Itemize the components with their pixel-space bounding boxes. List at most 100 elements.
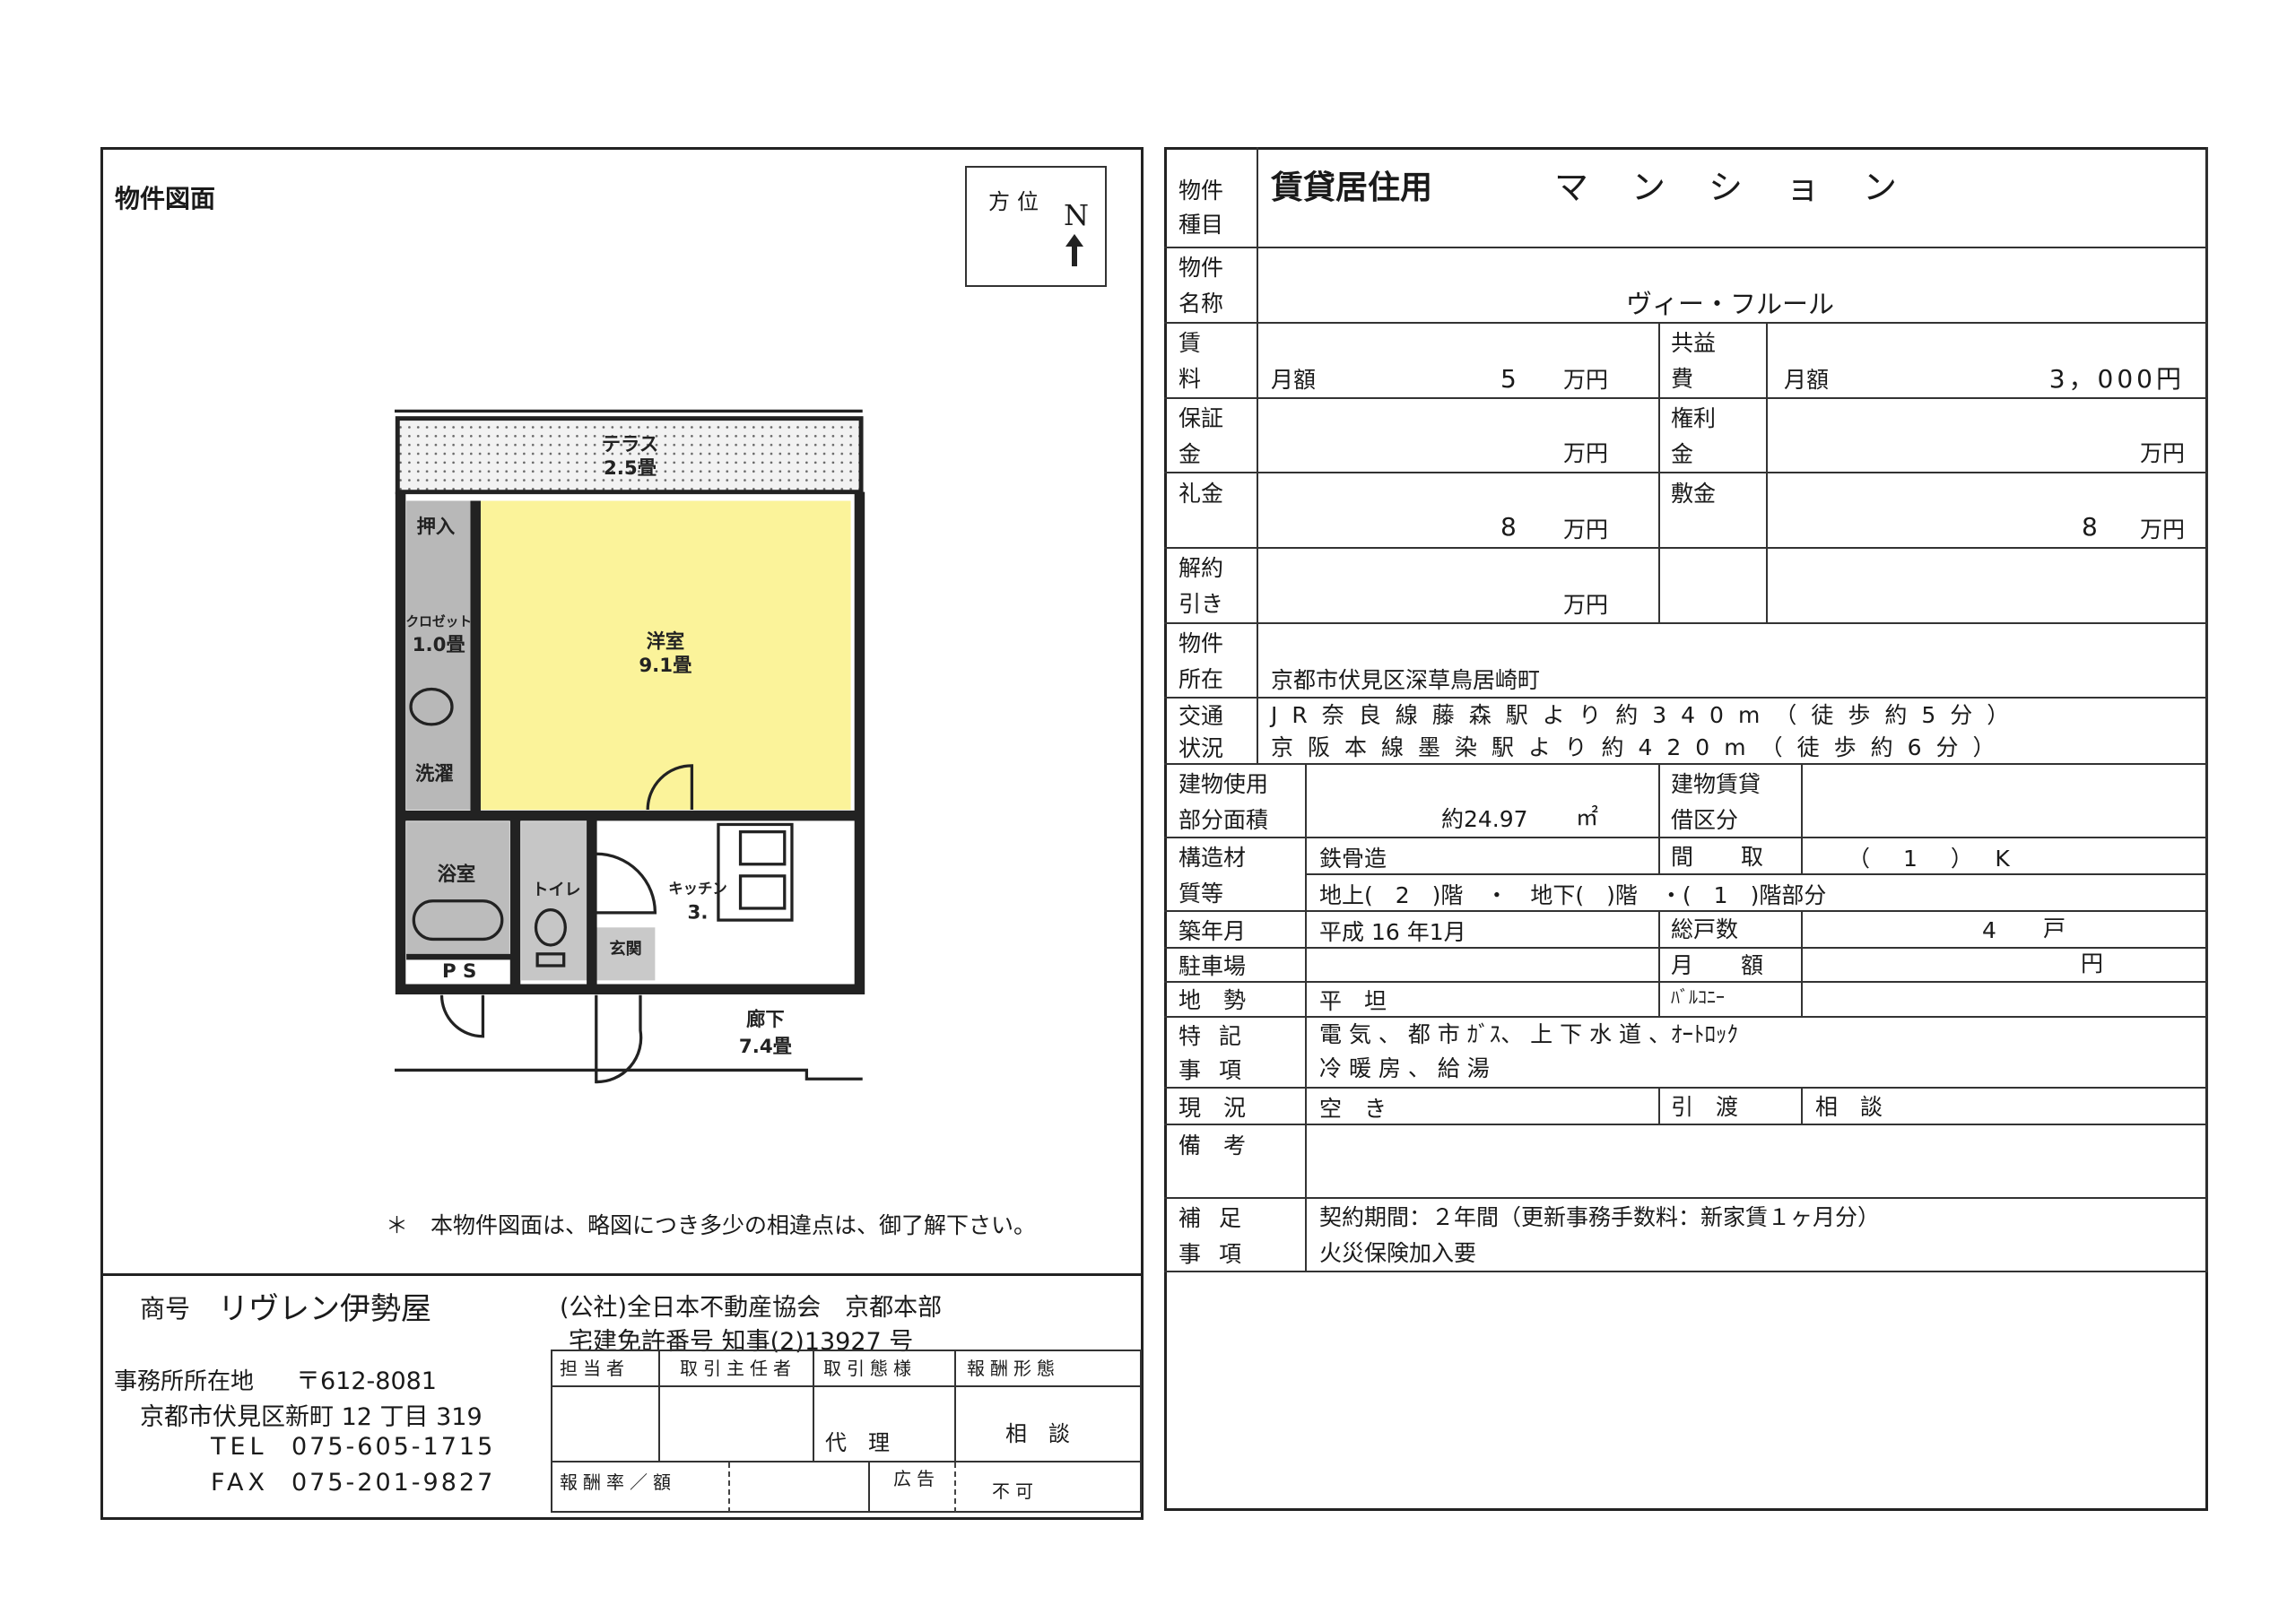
- supplement-line-2: 火災保険加入要: [1319, 1240, 1477, 1266]
- terrace-size: 2.5畳: [604, 457, 657, 480]
- units-unit: 戸: [2043, 916, 2066, 942]
- built-value: 平成 16 年1月: [1319, 919, 1466, 945]
- units-label: 総戸数: [1671, 916, 1739, 942]
- parking-fee-unit: 円: [2081, 950, 2104, 976]
- shikikin-label: 敷金: [1671, 481, 1717, 507]
- features-line-2: 冷 暖 房 、 給 湯: [1319, 1055, 1490, 1081]
- header-chief: 取引主任者: [680, 1358, 796, 1379]
- floor-plan-panel: [100, 147, 1144, 1520]
- common-fee-prefix: 月額: [1784, 367, 1830, 393]
- cancel-label: 解約引き: [1178, 555, 1224, 617]
- supplement-line-1: 契約期間：２年間（更新事務手数料：新家賃１ヶ月分）: [1319, 1204, 1881, 1230]
- ad-label: 広告: [893, 1468, 940, 1489]
- toilet-label: トイレ: [532, 881, 580, 899]
- header-fee-type: 報酬形態: [967, 1358, 1060, 1379]
- parking-fee-label: 月 額: [1671, 952, 1777, 978]
- lease-division-value: [1803, 765, 2208, 838]
- kitchen-size: 3.: [688, 901, 709, 924]
- area-value: 約24.97: [1441, 806, 1528, 832]
- compass-north: N: [1064, 198, 1089, 232]
- area-unit: ㎡: [1576, 804, 1599, 830]
- rent-label: 賃料: [1178, 330, 1202, 392]
- divider: [100, 1273, 1144, 1276]
- corridor-label: 廊下: [746, 1008, 785, 1031]
- kitchen-label: キッチン: [668, 881, 727, 898]
- plan-disclaimer: ＊ 本物件図面は、略図につき多少の相違点は、御了解下さい。: [386, 1212, 1037, 1238]
- deal-table: 担当者 取引主任者 取引態様 報酬形態 代 理 相 談 報酬率／額 広告 不可: [551, 1350, 1142, 1513]
- north-arrow-icon: [1065, 234, 1083, 266]
- fee-type-value: 相 談: [1005, 1421, 1070, 1446]
- key-money-label: 権利金: [1671, 405, 1717, 467]
- deposit-unit: 万円: [1563, 440, 1609, 466]
- corridor-size: 7.4畳: [739, 1036, 792, 1058]
- features-line-1: 電 気 、 都 市 ｶﾞｽ、 上 下 水 道 、ｵｰﾄﾛｯｸ: [1319, 1021, 1738, 1047]
- type-label: 物件種目: [1178, 178, 1224, 238]
- built-label: 築年月: [1178, 918, 1247, 944]
- reikin-label: 礼金: [1178, 481, 1224, 507]
- balcony-label: ﾊﾞﾙｺﾆｰ: [1671, 986, 1725, 1008]
- header-transaction-type: 取引態様: [823, 1358, 917, 1379]
- type-value: 賃貸居住用: [1271, 169, 1433, 206]
- closet-label: クロゼット: [405, 613, 472, 629]
- closet-size: 1.0畳: [413, 634, 465, 656]
- supplement-label: 補足事項: [1178, 1205, 1260, 1267]
- trade-name-label: 商号: [140, 1294, 191, 1324]
- transport-line-2: 京阪本線墨染駅より約420m（徒歩約6分）: [1271, 734, 2010, 760]
- fee-rate-label: 報酬率／額: [560, 1471, 676, 1493]
- terrace-label: テラス: [602, 434, 659, 456]
- floors-value: 地上( 2 )階 ・ 地下( )階 ・( 1 )階部分: [1319, 882, 1827, 908]
- transaction-type-value: 代 理: [825, 1430, 890, 1455]
- status-value: 空 き: [1319, 1096, 1387, 1122]
- structure-label: 構造材質等: [1178, 845, 1247, 907]
- oshiire-label: 押入: [417, 516, 456, 539]
- floor-plan-drawing: テラス 2.5畳 洋室 9.1畳 押入 クロゼット 1.0畳 洗濯 浴室 P S…: [395, 409, 865, 1084]
- association: (公社)全日本不動産協会 京都本部: [560, 1294, 943, 1322]
- key-money-unit: 万円: [2139, 440, 2185, 466]
- lease-division-label: 建物賃貸借区分: [1671, 771, 1761, 833]
- transport-line-1: JR奈良線藤森駅より約340m（徒歩約5分）: [1271, 702, 2024, 728]
- chief-value: [660, 1387, 814, 1462]
- laundry-label: 洗濯: [415, 763, 454, 785]
- common-fee-value: 3，000円: [2048, 364, 2185, 394]
- cancel-unit: 万円: [1563, 592, 1609, 618]
- shikikin-value: 8: [2082, 512, 2098, 542]
- rent-value: 5: [1500, 364, 1517, 394]
- reikin-value: 8: [1500, 512, 1517, 542]
- type-kind: マンション: [1554, 168, 1941, 207]
- reikin-unit: 万円: [1563, 516, 1609, 542]
- transport-label: 交通状況: [1178, 703, 1224, 761]
- status-label: 現 況: [1178, 1095, 1247, 1121]
- staff-value: [552, 1387, 660, 1462]
- ps-label: P S: [442, 960, 476, 983]
- location-label: 物件所在: [1178, 630, 1224, 692]
- compass-box: 方位 N: [965, 166, 1107, 287]
- structure-value: 鉄骨造: [1319, 846, 1387, 872]
- terrain-label: 地 勢: [1178, 987, 1247, 1013]
- layout-value: （ 1 ） K: [1848, 846, 2015, 872]
- trade-name: リヴレン伊勢屋: [218, 1291, 431, 1327]
- name-label: 物件名称: [1178, 255, 1224, 317]
- area-label: 建物使用部分面積: [1178, 771, 1269, 833]
- parking-value: [1307, 949, 1660, 983]
- postal-code: 〒612-8081: [296, 1367, 437, 1395]
- entrance-label: 玄関: [610, 939, 642, 959]
- parking-label: 駐車場: [1178, 953, 1247, 979]
- office-label: 事務所所在地: [114, 1368, 255, 1395]
- tel-number: 075-605-1715: [291, 1433, 496, 1461]
- features-label: 特記事項: [1178, 1023, 1260, 1083]
- fee-rate-value: [730, 1462, 870, 1513]
- deposit-label: 保証金: [1178, 405, 1224, 467]
- rent-prefix: 月額: [1271, 367, 1317, 393]
- floor-plan-title: 物件図面: [115, 184, 216, 213]
- western-room-size: 9.1畳: [639, 655, 691, 677]
- fax-label: FAX: [211, 1469, 270, 1497]
- remarks-value: [1307, 1125, 2208, 1199]
- location-value: 京都市伏見区深草鳥居崎町: [1271, 667, 1541, 693]
- fax-number: 075-201-9827: [291, 1469, 496, 1497]
- handover-value: 相 談: [1815, 1094, 1883, 1120]
- balcony-value: [1803, 983, 2208, 1018]
- ad-value: 不可: [992, 1480, 1039, 1502]
- handover-label: 引 渡: [1671, 1094, 1739, 1120]
- remarks-label: 備 考: [1178, 1133, 1247, 1159]
- terrain-value: 平 坦: [1319, 988, 1387, 1014]
